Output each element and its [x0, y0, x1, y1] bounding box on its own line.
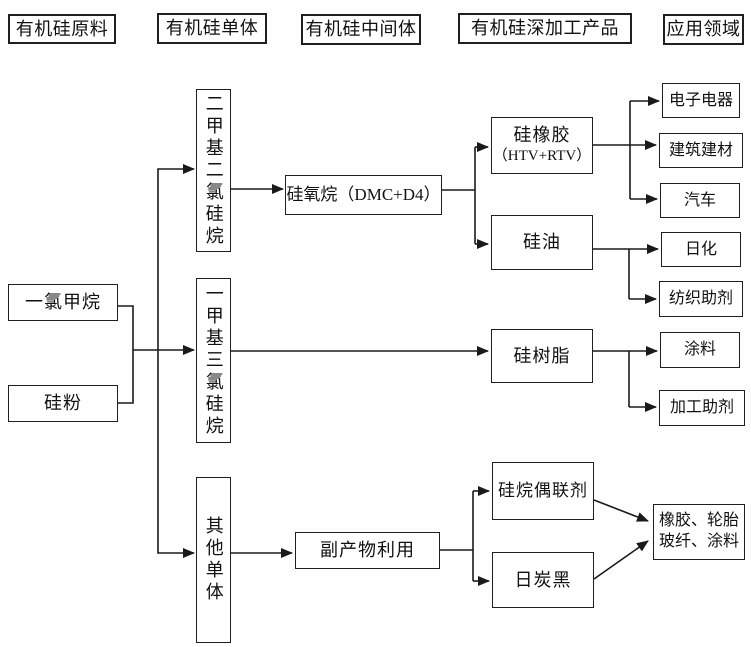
rubber-tire-line2: 玻纤、涂料 — [658, 533, 739, 550]
silicone-rubber-types: （HTV+RTV） — [492, 148, 592, 165]
node-textile-auxiliaries: 纺织助剂 — [659, 281, 743, 317]
header-products: 有机硅深加工产品 — [458, 13, 632, 44]
edge-carbonblack-to-rubber-tire — [593, 540, 649, 580]
node-siloxane: 硅氧烷（DMC+D4） — [285, 175, 442, 215]
node-rubber-tire-applications: 橡胶、轮胎 玻纤、涂料 — [653, 504, 745, 560]
node-processing-aids: 加工助剂 — [659, 390, 745, 426]
node-silicon-powder: 硅粉 — [8, 385, 118, 422]
edge-chloromethane-merge — [118, 305, 134, 350]
edge-trunk-to-dimethyldichlorosilane — [157, 164, 195, 350]
node-electronics: 电子电器 — [662, 83, 740, 118]
node-silicone-rubber: 硅橡胶 （HTV+RTV） — [491, 117, 593, 174]
node-coatings: 涂料 — [660, 332, 740, 368]
header-intermediates: 有机硅中间体 — [301, 14, 421, 45]
node-silicone-oil: 硅油 — [491, 215, 593, 270]
node-chloromethane: 一氯甲烷 — [8, 284, 118, 321]
edge-silicon-powder-merge — [118, 350, 134, 404]
node-daily-chemicals: 日化 — [661, 232, 741, 267]
edge-trunk-to-other-monomers — [157, 350, 195, 558]
silicone-rubber-name: 硅橡胶 — [513, 125, 571, 146]
node-silane-coupling-agent: 硅烷偶联剂 — [492, 462, 594, 520]
edge-coupling-to-rubber-tire — [593, 499, 649, 522]
node-silicone-resin: 硅树脂 — [491, 329, 593, 383]
node-automobile: 汽车 — [660, 183, 740, 218]
rubber-tire-line1: 橡胶、轮胎 — [658, 512, 739, 530]
node-dimethyldichlorosilane: 二甲基二氯硅烷 — [196, 89, 231, 252]
node-byproduct-utilization: 副产物利用 — [295, 532, 440, 569]
header-applications: 应用领域 — [663, 14, 744, 45]
header-raw-materials: 有机硅原料 — [8, 14, 116, 44]
node-carbon-black: 日炭黑 — [492, 552, 594, 608]
node-methyltrichlorosilane: 一甲基三氯硅烷 — [196, 278, 231, 443]
node-construction: 建筑建材 — [659, 133, 743, 168]
header-monomers: 有机硅单体 — [157, 13, 267, 44]
node-other-monomers: 其他单体 — [196, 477, 231, 643]
